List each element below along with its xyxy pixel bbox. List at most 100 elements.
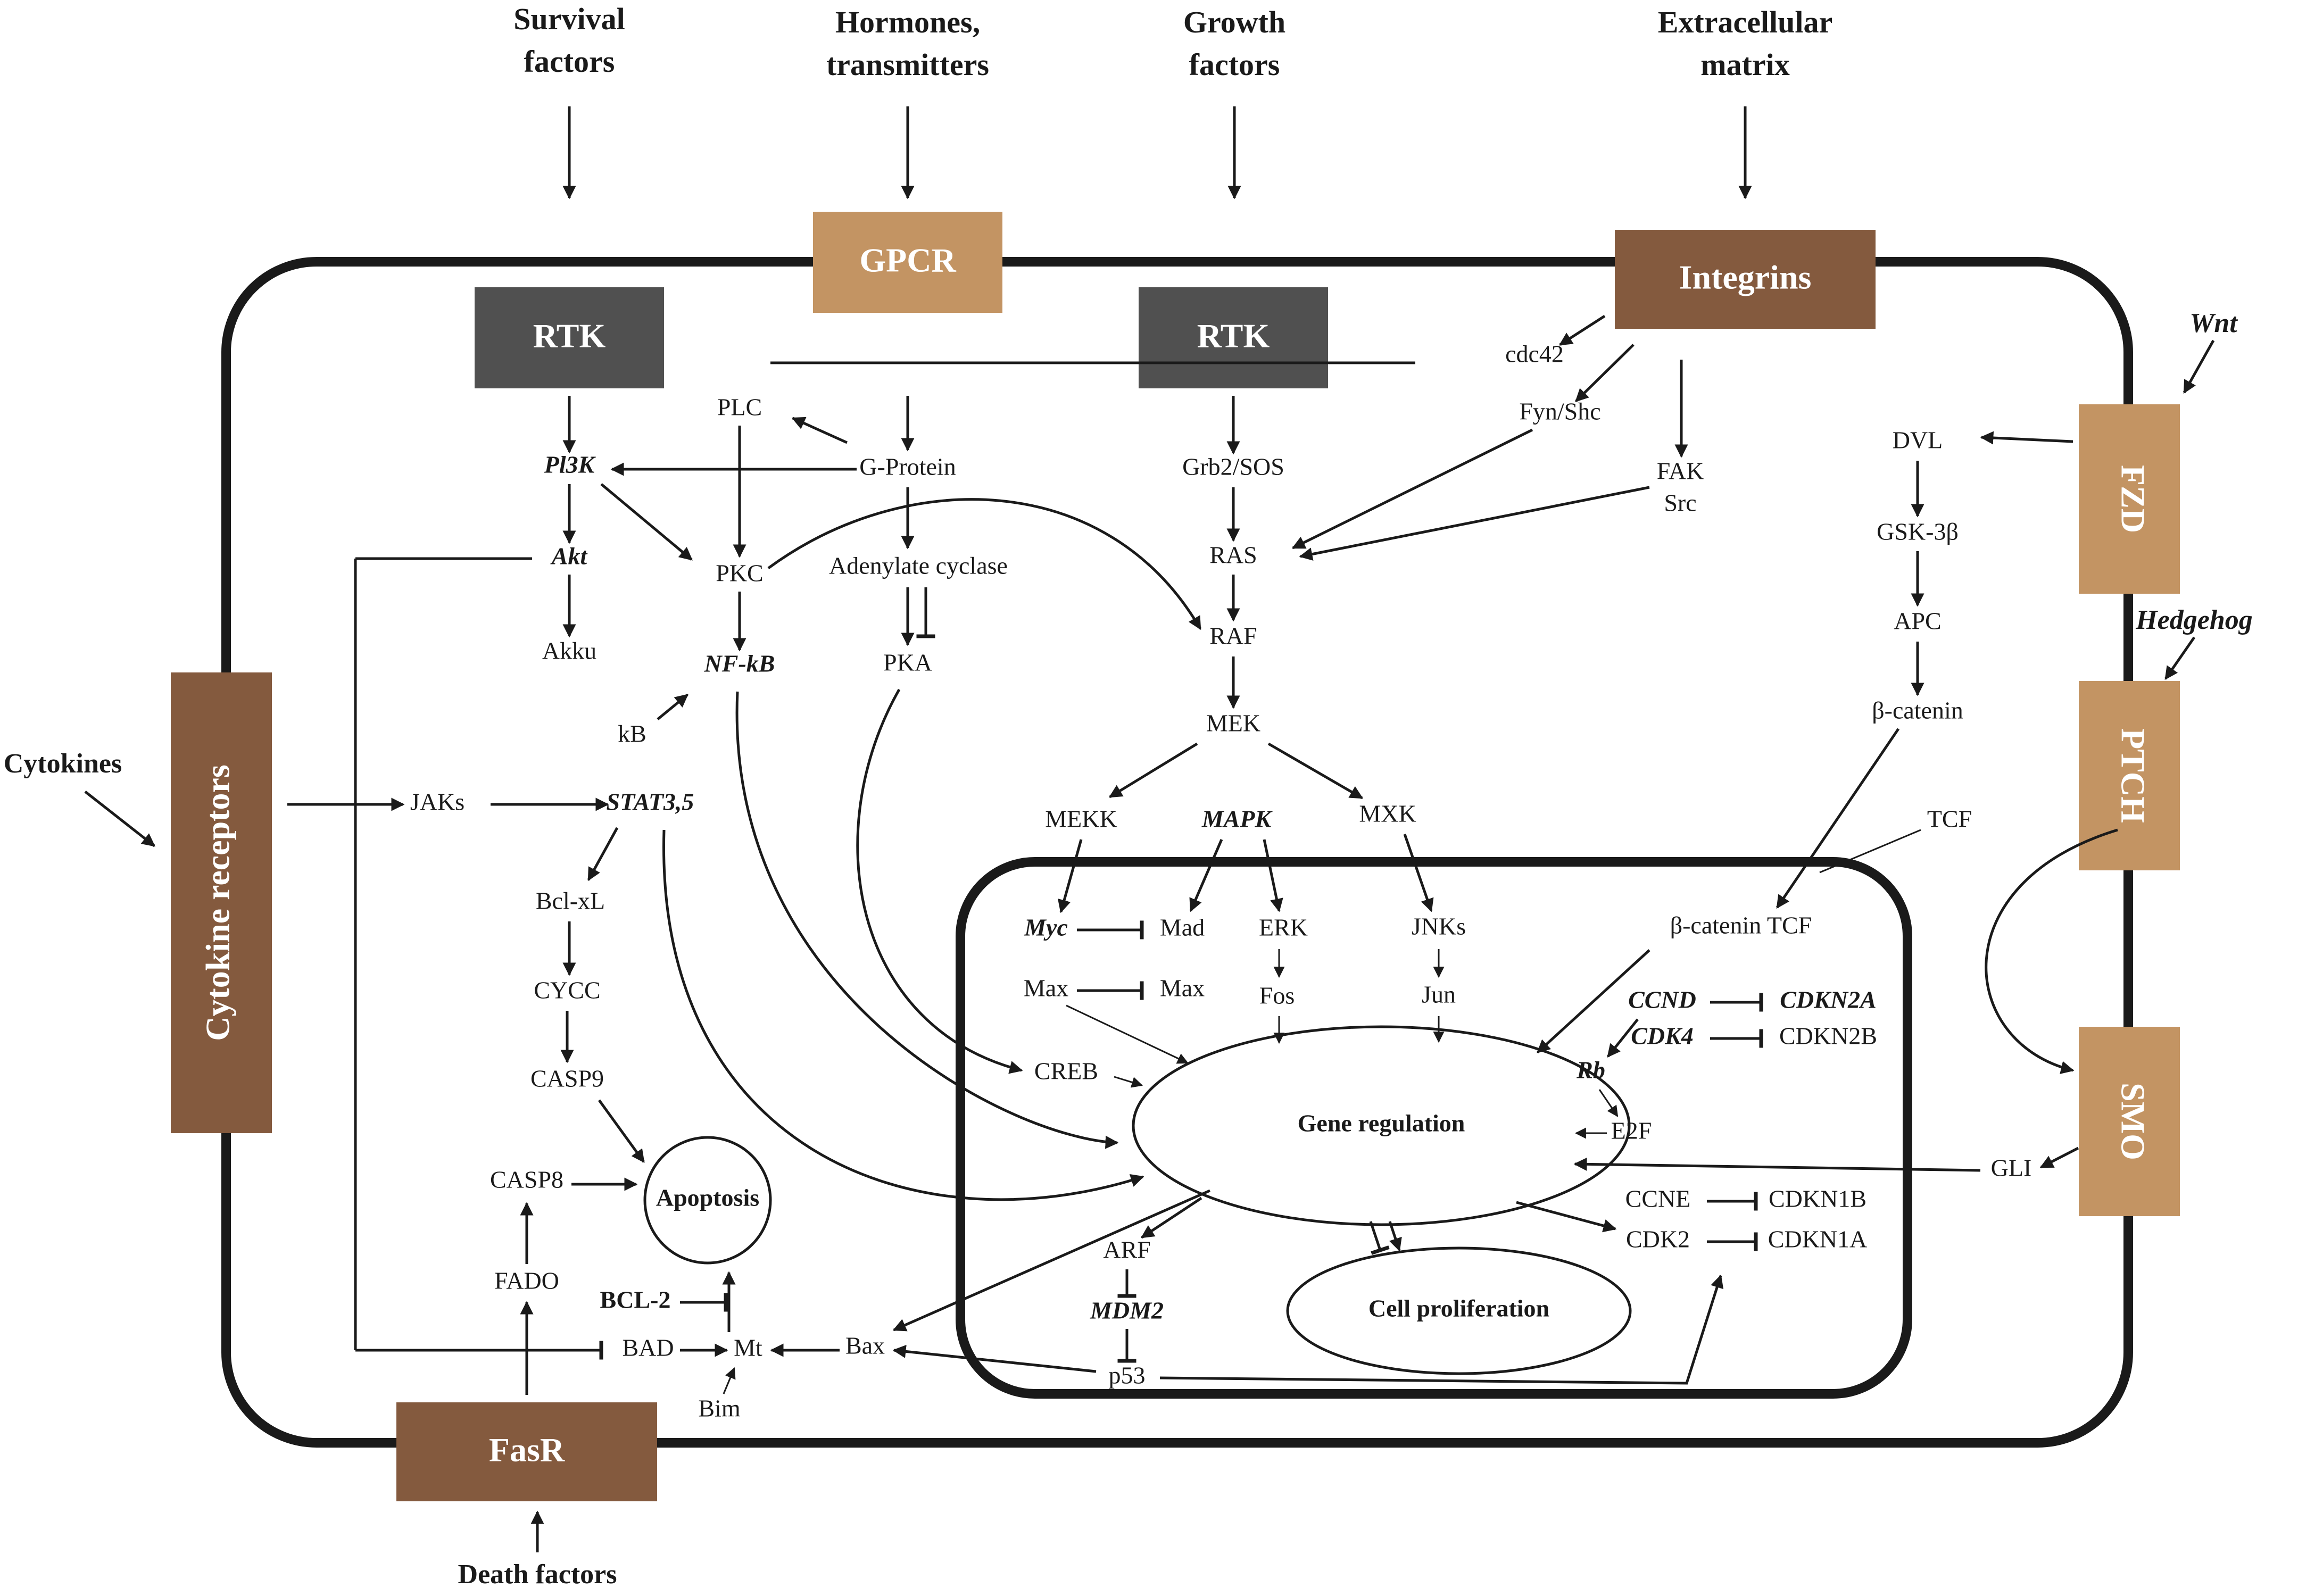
hedgehog-label: Hedgehog bbox=[2135, 605, 2253, 635]
cell-membrane bbox=[221, 257, 2133, 1448]
cdk4-node: CDK4 bbox=[1631, 1023, 1694, 1050]
nfkb-node: NF-kB bbox=[704, 650, 775, 677]
gli-node: GLI bbox=[1991, 1154, 2032, 1182]
fzd-receptor: FZD bbox=[2079, 404, 2180, 594]
hormones-label: Hormones,transmitters bbox=[826, 5, 989, 82]
integrins-label: Integrins bbox=[1679, 259, 1812, 296]
src-node: Src bbox=[1664, 489, 1696, 517]
edges-curves bbox=[662, 498, 2118, 1201]
edges-right bbox=[1911, 431, 2073, 696]
gpcr-receptor: GPCR bbox=[813, 212, 1002, 313]
bim-node: Bim bbox=[698, 1395, 740, 1422]
pkc-node: PKC bbox=[716, 560, 763, 587]
fzd-label: FZD bbox=[2114, 465, 2152, 533]
cell-proliferation-label: Cell proliferation bbox=[1368, 1295, 1549, 1322]
myc-node: Myc bbox=[1024, 914, 1068, 941]
adenylate-cyclase-node: Adenylate cyclase bbox=[829, 552, 1008, 579]
cytokine-receptors: Cytokine receptors bbox=[171, 672, 272, 1133]
pka-node: PKA bbox=[883, 649, 932, 676]
akt-node: Akt bbox=[550, 543, 588, 570]
fynshc-node: Fyn/Shc bbox=[1519, 398, 1600, 425]
fasr-receptor: FasR bbox=[396, 1402, 657, 1501]
gene-regulation-label: Gene regulation bbox=[1298, 1110, 1465, 1137]
apoptosis-label: Apoptosis bbox=[656, 1184, 759, 1211]
stat-node: STAT3,5 bbox=[607, 788, 694, 816]
mekk-node: MEKK bbox=[1045, 805, 1117, 833]
casp8-node: CASP8 bbox=[490, 1166, 563, 1193]
cdk2-node: CDK2 bbox=[1626, 1226, 1690, 1253]
jun-node: Jun bbox=[1422, 981, 1456, 1008]
integrins-receptor: Integrins bbox=[1615, 230, 1876, 329]
raf-node: RAF bbox=[1209, 622, 1257, 650]
arf-node: ARF bbox=[1103, 1236, 1150, 1264]
bcatenin-node: β-catenin bbox=[1872, 697, 1963, 724]
mek-node: MEK bbox=[1206, 710, 1260, 737]
cdkn1a-node: CDKN1A bbox=[1768, 1226, 1868, 1253]
bad-node: BAD bbox=[622, 1334, 674, 1361]
jnks-node: JNKs bbox=[1412, 913, 1466, 940]
fasr-label: FasR bbox=[489, 1431, 565, 1469]
cdc42-node: cdc42 bbox=[1505, 340, 1564, 368]
casp9-node: CASP9 bbox=[530, 1065, 604, 1092]
max-node-left: Max bbox=[1024, 975, 1068, 1002]
erk-node: ERK bbox=[1259, 914, 1308, 941]
ptch-label: PTCH bbox=[2114, 728, 2152, 823]
fado-node: FADO bbox=[494, 1267, 559, 1294]
bcatenin-tcf-node: β-catenin TCF bbox=[1670, 912, 1812, 939]
cell-proliferation-ellipse bbox=[1286, 1246, 1632, 1375]
edges-nucleus bbox=[892, 728, 2079, 1385]
rtk-left-receptor: RTK bbox=[475, 287, 664, 388]
dvl-node: DVL bbox=[1893, 427, 1943, 454]
mapk-node: MAPK bbox=[1201, 805, 1273, 833]
ptch-receptor: PTCH bbox=[2079, 681, 2180, 870]
rtk-right-label: RTK bbox=[1197, 317, 1270, 355]
kb-node: kB bbox=[618, 720, 646, 747]
tcf-node: TCF bbox=[1927, 805, 1972, 833]
gsk3b-node: GSK-3β bbox=[1877, 518, 1959, 545]
rtk-left-label: RTK bbox=[533, 317, 606, 355]
bcl2-node: BCL-2 bbox=[600, 1286, 671, 1314]
max-node-right: Max bbox=[1160, 975, 1205, 1002]
edges-mapk bbox=[1058, 314, 1688, 913]
gpcr-label: GPCR bbox=[859, 242, 956, 279]
fak-node: FAK bbox=[1657, 458, 1704, 485]
edges-left bbox=[287, 361, 1415, 1395]
ccnd-node: CCND bbox=[1628, 986, 1696, 1013]
ccne-node: CCNE bbox=[1625, 1185, 1691, 1212]
cytokines-label: Cytokines bbox=[4, 749, 122, 779]
p53-node: p53 bbox=[1109, 1362, 1146, 1389]
rtk-right-receptor: RTK bbox=[1139, 287, 1328, 388]
ras-node: RAS bbox=[1209, 542, 1257, 569]
grb2-node: Grb2/SOS bbox=[1182, 453, 1284, 480]
cdkn1b-node: CDKN1B bbox=[1769, 1185, 1866, 1212]
fos-node: Fos bbox=[1259, 982, 1295, 1009]
cdkn2b-node: CDKN2B bbox=[1779, 1023, 1877, 1050]
smo-receptor: SMO bbox=[2079, 1027, 2180, 1216]
pi3k-node: Pl3K bbox=[544, 451, 596, 478]
mxk-node: MXK bbox=[1359, 800, 1416, 827]
cycc-node: CYCC bbox=[534, 977, 600, 1004]
plc-node: PLC bbox=[717, 394, 762, 421]
g-protein-node: G-Protein bbox=[859, 453, 956, 480]
cdkn2a-node: CDKN2A bbox=[1780, 986, 1876, 1013]
apoptosis-ellipse bbox=[643, 1136, 772, 1265]
mdm2-node: MDM2 bbox=[1090, 1297, 1164, 1324]
wnt-label: Wnt bbox=[2189, 308, 2238, 338]
mad-node: Mad bbox=[1160, 914, 1205, 941]
e2f-node: E2F bbox=[1611, 1117, 1652, 1144]
akku-node: Akku bbox=[542, 637, 596, 664]
mt-node: Mt bbox=[734, 1334, 762, 1361]
smo-label: SMO bbox=[2114, 1083, 2152, 1160]
apc-node: APC bbox=[1894, 608, 1941, 635]
bclxl-node: Bcl-xL bbox=[536, 887, 605, 915]
gene-regulation-ellipse bbox=[1132, 1025, 1631, 1226]
nucleus-membrane bbox=[956, 857, 1912, 1399]
jaks-node: JAKs bbox=[410, 788, 464, 816]
bax-node: Bax bbox=[845, 1332, 885, 1359]
rb-node: Rb bbox=[1576, 1057, 1605, 1084]
creb-node: CREB bbox=[1034, 1058, 1098, 1085]
